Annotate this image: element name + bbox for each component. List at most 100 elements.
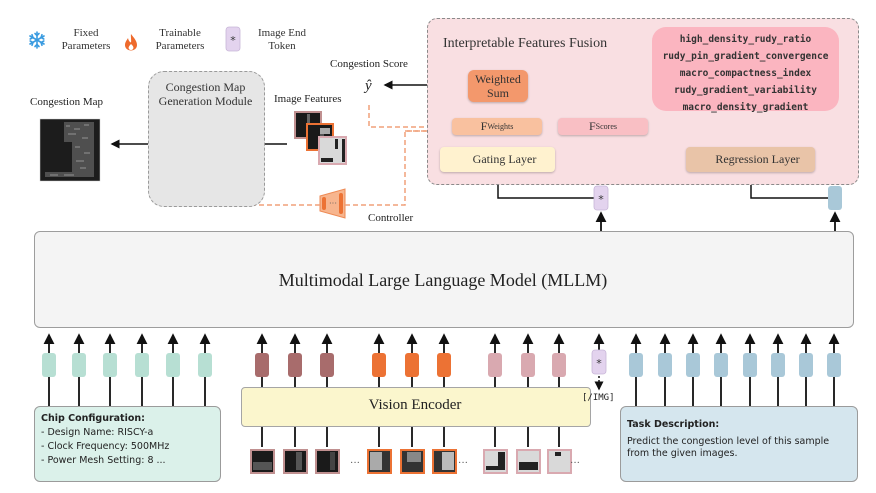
- chip-configuration-box: Chip Configuration: - Design Name: RISCY…: [34, 406, 221, 482]
- task-token-output: [828, 186, 842, 210]
- flame-icon: [125, 34, 137, 51]
- y-hat-symbol: ŷ: [365, 78, 372, 94]
- image-token-pink: [488, 353, 502, 377]
- image-thumbnail-pink: [547, 449, 572, 474]
- chip-config-line: - Power Mesh Setting: 8 ...: [41, 455, 166, 466]
- gating-layer-label: Gating Layer: [472, 152, 537, 166]
- chip-config-content: Chip Configuration: - Design Name: RISCY…: [35, 407, 220, 474]
- text-token: [72, 353, 86, 377]
- weighted-sum-line2: Sum: [486, 86, 509, 100]
- chip-config-line: - Clock Frequency: 500MHz: [41, 441, 170, 452]
- asterisk-token-icon: *: [225, 26, 241, 52]
- token-columns: *: [42, 333, 841, 474]
- text-token: [135, 353, 149, 377]
- svg-text:···: ···: [329, 199, 337, 208]
- congestion-map-generation-module: [148, 71, 265, 207]
- end-token-symbol: *: [596, 357, 602, 370]
- ellipsis: ···: [458, 458, 468, 469]
- task-token: [743, 353, 757, 377]
- image-token-orange: [405, 353, 419, 377]
- task-desc-title: Task Description:: [627, 419, 720, 430]
- task-description-box: Task Description: Predict the congestion…: [620, 406, 858, 482]
- task-desc-content: Task Description: Predict the congestion…: [621, 407, 857, 472]
- mllm-label: Multimodal Large Language Model (MLLM): [278, 270, 608, 290]
- weighted-sum-node: Weighted Sum: [468, 70, 528, 102]
- module-title-line2: Generation Module: [158, 94, 253, 108]
- text-token: [42, 353, 56, 377]
- task-desc-line: from the given images.: [627, 448, 738, 459]
- image-token-orange: [372, 353, 386, 377]
- congestion-map-image: [39, 118, 101, 182]
- f-scores-symbol: F: [588, 119, 596, 133]
- vision-encoder-label: Vision Encoder: [368, 397, 462, 413]
- image-thumbnail-dark: [283, 449, 308, 474]
- legend-trainable-line2: Parameters: [155, 40, 205, 52]
- legend-fixed-label: Fixed Parameters: [56, 27, 116, 53]
- f-weights-symbol: F: [480, 119, 488, 133]
- legend-image-end-label: Image End Token: [252, 27, 312, 53]
- legend-fixed-line1: Fixed: [73, 27, 99, 39]
- feature-item: rudy_pin_gradient_convergence: [662, 51, 829, 62]
- thumb-detail: [555, 452, 561, 456]
- congestion-map-label: Congestion Map: [30, 96, 104, 108]
- legend-image-end-line1: Image End: [258, 27, 306, 39]
- task-token: [799, 353, 813, 377]
- ellipsis: ···: [350, 458, 360, 469]
- feature-item: high_density_rudy_ratio: [679, 34, 812, 45]
- module-title: Congestion Map Generation Module: [148, 80, 263, 108]
- task-desc-line: Predict the congestion level of this sam…: [627, 436, 830, 447]
- img-end-tag: [/IMG]: [582, 393, 615, 403]
- task-token: [658, 353, 672, 377]
- image-token-dark: [288, 353, 302, 377]
- f-scores-subscript: Scores: [595, 122, 617, 131]
- end-token-output: *: [593, 185, 609, 211]
- task-token: [629, 353, 643, 377]
- task-token: [827, 353, 841, 377]
- vision-encoder-block: [241, 387, 591, 427]
- thumb-detail: [330, 452, 335, 470]
- chip-config-title: Chip Configuration:: [41, 413, 145, 424]
- thumb-detail: [442, 452, 454, 470]
- controller-icon: ···: [319, 188, 346, 219]
- legend-trainable-line1: Trainable: [159, 27, 201, 39]
- weighted-sum-line1: Weighted: [475, 72, 521, 86]
- feature-item: macro_density_gradient: [682, 102, 809, 113]
- end-token: [591, 349, 607, 375]
- feature-list: high_density_rudy_ratio rudy_pin_gradien…: [652, 31, 839, 116]
- feature-item: rudy_gradient_variability: [674, 85, 817, 96]
- iff-title: Interpretable Features Fusion: [443, 36, 608, 51]
- thumb-detail: [370, 452, 382, 470]
- regression-layer-node: Regression Layer: [686, 147, 815, 172]
- legend-trainable-label: Trainable Parameters: [148, 27, 212, 53]
- thumb-detail: [519, 462, 538, 470]
- congestion-score-label: Congestion Score: [330, 58, 408, 70]
- thumb-detail: [486, 466, 500, 470]
- task-token: [714, 353, 728, 377]
- image-token-pink: [552, 353, 566, 377]
- task-token: [771, 353, 785, 377]
- text-token: [166, 353, 180, 377]
- legend-image-end-line2: Token: [268, 40, 296, 52]
- regression-layer-label: Regression Layer: [715, 152, 800, 166]
- svg-text:*: *: [598, 193, 604, 206]
- feature-list-box: high_density_rudy_ratio rudy_pin_gradien…: [652, 27, 839, 113]
- f-weights-subscript: Weights: [487, 122, 514, 131]
- ellipsis: ···: [570, 458, 580, 469]
- image-features-label: Image Features: [274, 93, 342, 105]
- task-token: [686, 353, 700, 377]
- snowflake-icon: [29, 31, 45, 49]
- image-thumbnail-dark: [315, 449, 340, 474]
- mllm-block: [34, 231, 854, 328]
- svg-text:*: *: [230, 34, 236, 47]
- text-token: [198, 353, 212, 377]
- image-token-dark: [320, 353, 334, 377]
- thumb-detail: [498, 452, 505, 470]
- module-title-line1: Congestion Map: [165, 80, 246, 94]
- image-token-dark: [255, 353, 269, 377]
- feature-item: macro_compactness_index: [679, 68, 812, 79]
- image-token-orange: [437, 353, 451, 377]
- legend-fixed-line2: Parameters: [61, 40, 111, 52]
- image-features-stack: [294, 111, 347, 165]
